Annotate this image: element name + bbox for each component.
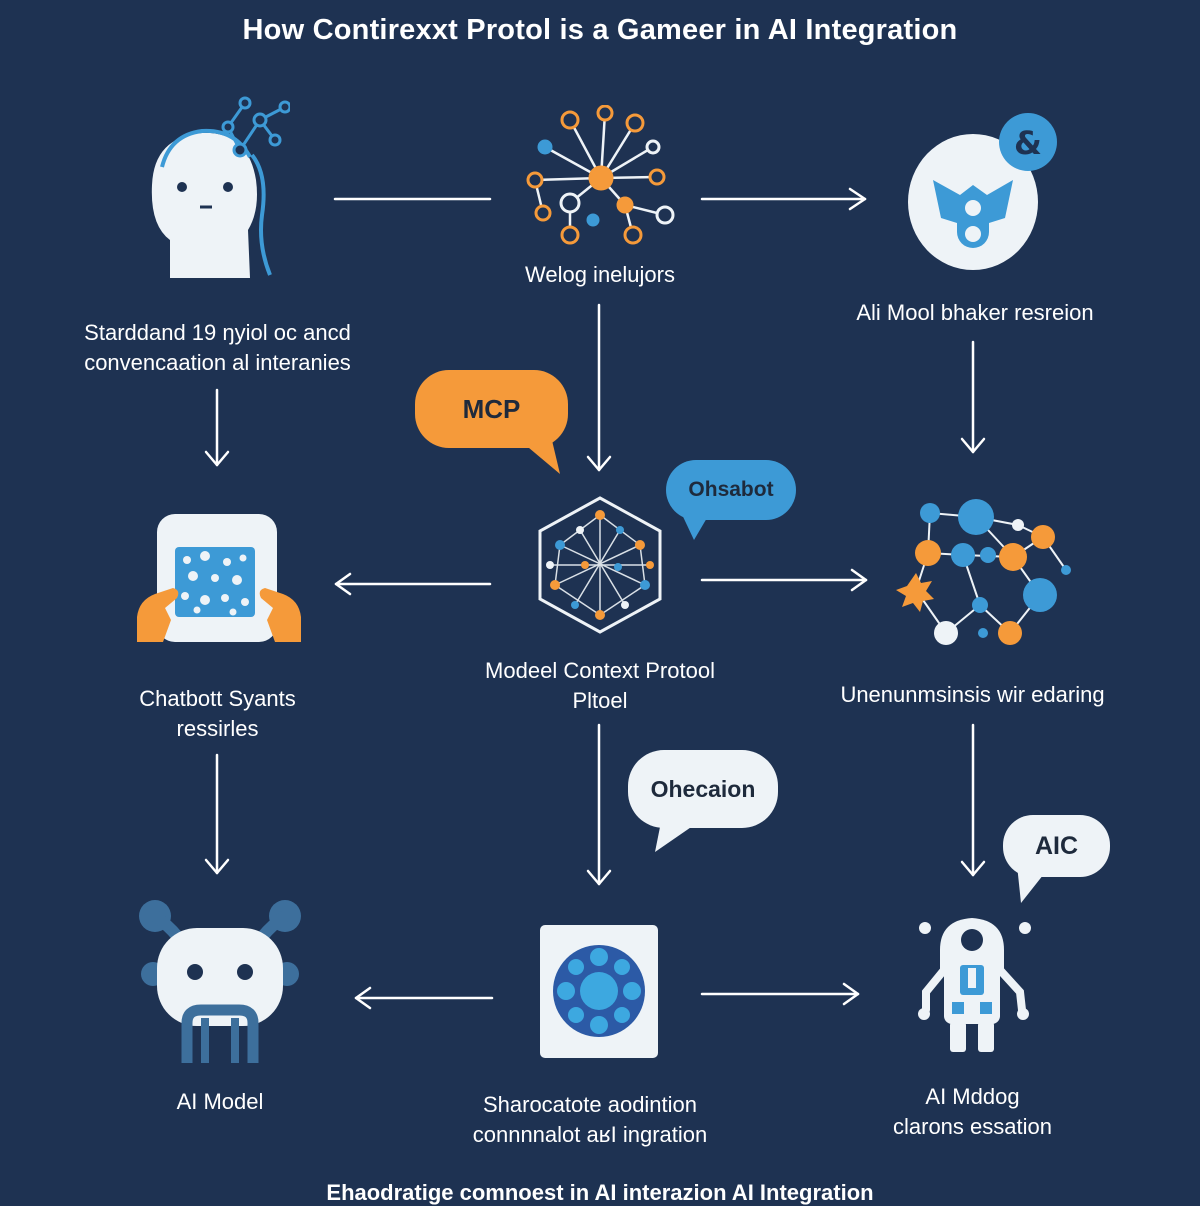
ohsabot-bubble-text: Ohsabot (688, 478, 774, 501)
node-mid-right-line1: Unenunmsinsis wir edaring (840, 682, 1105, 707)
human-head-icon (151, 96, 290, 278)
circle-cluster-icon (540, 925, 658, 1058)
node-top-left-label: Starddand 19 ŋyiol oc ancd convencaation… (40, 318, 395, 378)
node-bottom-right-label: AI Mddog clarons essation (840, 1082, 1105, 1142)
node-bottom-right-line1: AI Mddog (925, 1084, 1020, 1109)
tablet-hands-icon (137, 514, 301, 642)
node-top-right-label: Ali Mool bhaker resreion (800, 298, 1150, 328)
node-top-center-label: Welog inelujors (440, 260, 760, 290)
node-mid-right-label: Unenunmsinsis wir edaring (800, 680, 1145, 710)
node-mid-left-line2: ressirles (176, 716, 259, 741)
node-bottom-left-line1: AI Model (176, 1089, 264, 1114)
molecule-cluster-icon (896, 499, 1071, 645)
network-graph-icon (526, 105, 675, 245)
node-top-left-line2: convencaation al interanies (84, 350, 351, 375)
node-bottom-center-line2: connnnalot aʁI ingration (472, 1122, 708, 1147)
aic-bubble: AIC (1003, 815, 1110, 903)
node-mid-center-line1: Modeel Context Protool (485, 658, 715, 683)
ohecaion-bubble: Ohecaion (628, 750, 778, 852)
page-title: How Contirexxt Protol is a Gameer in AI … (242, 14, 958, 46)
node-bottom-right-line2: clarons essation (893, 1114, 1052, 1139)
node-top-right-line1: Ali Mool bhaker resreion (856, 300, 1094, 325)
node-bottom-center-line1: Sharocatote aodintion (482, 1092, 698, 1117)
node-mid-center-line2: Pltoel (572, 688, 628, 713)
ohsabot-bubble: Ohsabot (666, 460, 796, 540)
node-top-left-line1: Starddand 19 ŋyiol oc ancd (84, 320, 351, 345)
node-bottom-left-label: AI Model (100, 1087, 340, 1117)
footer-caption: Ehaodratige comnoest in AI interazion AI… (326, 1180, 874, 1205)
mcp-bubble-text: MCP (462, 393, 521, 424)
svg-text:&: & (1014, 124, 1042, 162)
robot-face-icon (139, 900, 301, 1063)
mcp-bubble: MCP (415, 370, 568, 474)
aic-bubble-text: AIC (1034, 831, 1079, 860)
node-mid-left-label: Chatbott Syants ressirles (60, 684, 375, 744)
astronaut-robot-icon (918, 918, 1031, 1052)
hexagon-network-icon (538, 496, 662, 634)
ohecaion-bubble-text: Ohecaion (650, 775, 756, 802)
node-mid-left-line1: Chatbott Syants (139, 686, 296, 711)
node-bottom-center-label: Sharocatote aodintion connnnalot aʁI ing… (430, 1090, 750, 1150)
node-mid-center-label: Modeel Context Protool Pltoel (440, 656, 760, 716)
shield-bot-icon: & (908, 113, 1057, 270)
node-top-center-line1: Welog inelujors (524, 262, 675, 287)
